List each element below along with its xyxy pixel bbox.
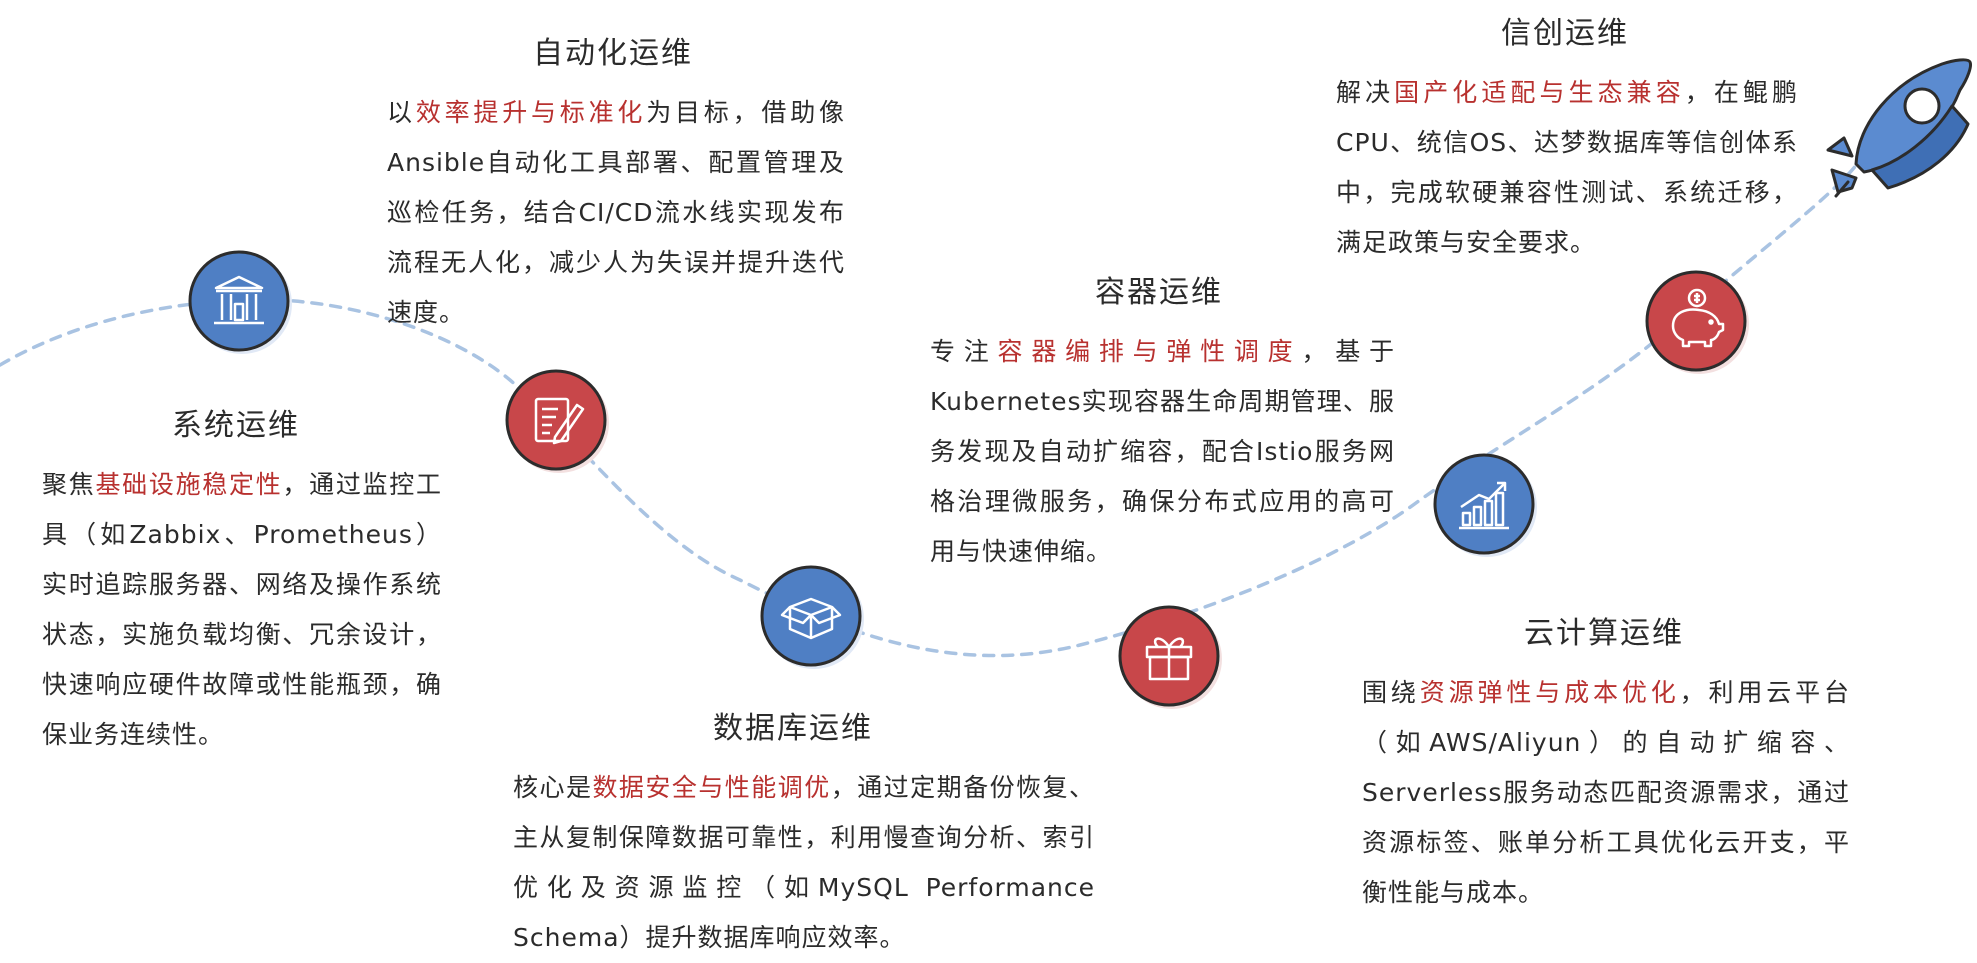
block-system: 系统运维 聚焦基础设施稳定性，通过监控工具（如Zabbix、Prometheus… — [42, 400, 442, 760]
gift-node — [1116, 603, 1224, 711]
text-cloud: 围绕资源弹性与成本优化，利用云平台（如AWS/Aliyun）的自动扩缩容、Ser… — [1362, 668, 1850, 918]
text-xinchuang: 解决国产化适配与生态兼容，在鲲鹏CPU、统信OS、达梦数据库等信创体系中，完成软… — [1336, 68, 1798, 268]
title-database: 数据库运维 — [713, 711, 873, 746]
piggy-node — [1643, 268, 1751, 376]
block-xinchuang: 信创运维 解决国产化适配与生态兼容，在鲲鹏CPU、统信OS、达梦数据库等信创体系… — [1336, 8, 1798, 268]
document-node — [503, 367, 611, 475]
text-automation-pre: 以 — [387, 98, 416, 127]
highlight-cloud: 资源弹性与成本优化 — [1419, 678, 1680, 707]
title-cloud: 云计算运维 — [1524, 616, 1684, 651]
highlight-container: 容器编排与弹性调度 — [997, 337, 1302, 366]
text-system: 聚焦基础设施稳定性，通过监控工具（如Zabbix、Prometheus）实时追踪… — [42, 460, 442, 760]
box-node — [758, 563, 866, 671]
bank-node — [186, 248, 294, 356]
text-xinchuang-post: ，在鲲鹏CPU、统信OS、达梦数据库等信创体系中，完成软硬兼容性测试、系统迁移，… — [1336, 78, 1798, 257]
block-container: 容器运维 专注容器编排与弹性调度，基于Kubernetes实现容器生命周期管理、… — [930, 267, 1395, 577]
highlight-xinchuang: 国产化适配与生态兼容 — [1394, 78, 1685, 107]
text-database-post: ，通过定期备份恢复、主从复制保障数据可靠性，利用慢查询分析、索引优化及资源监控（… — [513, 773, 1095, 952]
gift-box-icon — [1118, 605, 1222, 709]
open-box-icon — [760, 565, 864, 669]
text-container-pre: 专注 — [930, 337, 998, 366]
edit-document-icon — [505, 369, 609, 473]
text-automation-post: 为目标，借助像Ansible自动化工具部署、配置管理及巡检任务，结合CI/CD流… — [387, 98, 845, 327]
text-cloud-post: ，利用云平台（如AWS/Aliyun）的自动扩缩容、Serverless服务动态… — [1362, 678, 1850, 907]
highlight-database: 数据安全与性能调优 — [592, 773, 831, 802]
growth-chart-icon — [1433, 453, 1537, 557]
chart-node — [1431, 451, 1539, 559]
title-system: 系统运维 — [172, 408, 300, 443]
piggy-bank-icon — [1645, 270, 1749, 374]
text-database: 核心是数据安全与性能调优，通过定期备份恢复、主从复制保障数据可靠性，利用慢查询分… — [513, 763, 1095, 963]
text-container: 专注容器编排与弹性调度，基于Kubernetes实现容器生命周期管理、服务发现及… — [930, 327, 1395, 577]
highlight-automation: 效率提升与标准化 — [415, 98, 647, 127]
rocket-icon — [1826, 58, 1972, 198]
text-xinchuang-pre: 解决 — [1336, 78, 1395, 107]
block-cloud: 云计算运维 围绕资源弹性与成本优化，利用云平台（如AWS/Aliyun）的自动扩… — [1362, 608, 1850, 918]
highlight-system: 基础设施稳定性 — [95, 470, 283, 499]
text-system-post: ，通过监控工具（如Zabbix、Prometheus）实时追踪服务器、网络及操作… — [42, 470, 442, 749]
text-cloud-pre: 围绕 — [1362, 678, 1420, 707]
text-database-pre: 核心是 — [513, 773, 593, 802]
text-system-pre: 聚焦 — [42, 470, 96, 499]
title-xinchuang: 信创运维 — [1501, 16, 1629, 51]
title-automation: 自动化运维 — [533, 36, 693, 71]
block-automation: 自动化运维 以效率提升与标准化为目标，借助像Ansible自动化工具部署、配置管… — [387, 28, 845, 338]
title-container: 容器运维 — [1095, 275, 1223, 310]
block-database: 数据库运维 核心是数据安全与性能调优，通过定期备份恢复、主从复制保障数据可靠性，… — [513, 703, 1095, 963]
text-container-post: ，基于Kubernetes实现容器生命周期管理、服务发现及自动扩缩容，配合Ist… — [930, 337, 1395, 566]
bank-icon — [188, 250, 292, 354]
text-automation: 以效率提升与标准化为目标，借助像Ansible自动化工具部署、配置管理及巡检任务… — [387, 88, 845, 338]
